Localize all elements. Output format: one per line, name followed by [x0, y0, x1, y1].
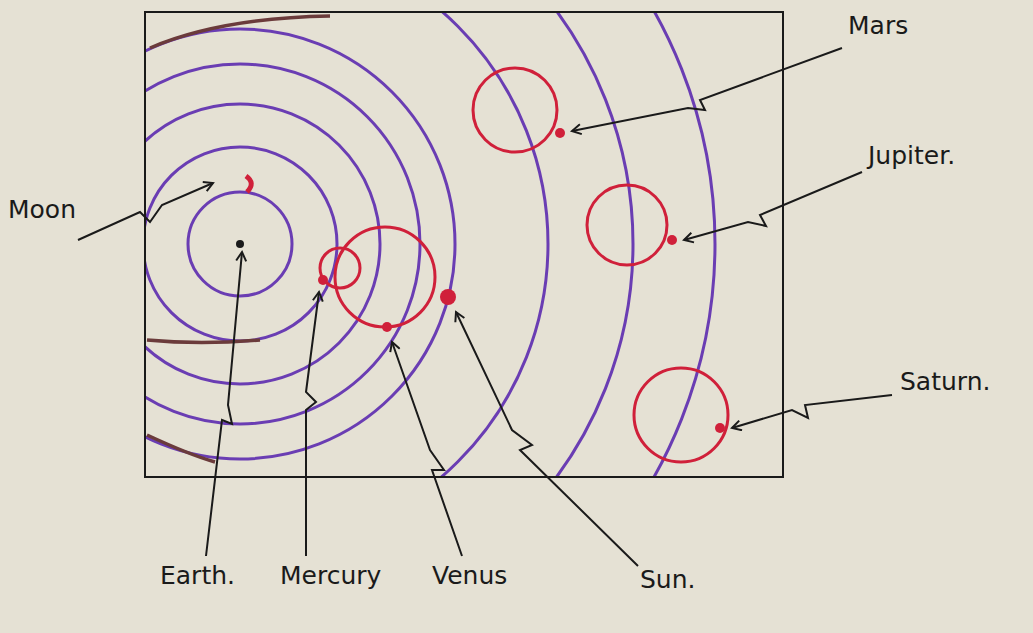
epicycle — [473, 68, 557, 152]
planet-label: Earth. — [160, 562, 235, 590]
planet-label: Mercury — [280, 562, 381, 590]
planet — [382, 322, 392, 332]
orbit-shade — [150, 16, 330, 48]
planet-label: Moon — [8, 196, 76, 224]
planet — [318, 275, 328, 285]
leader-line — [392, 342, 462, 556]
moon-mark — [246, 176, 251, 192]
planet — [715, 423, 725, 433]
orbit — [145, 147, 337, 341]
sun — [440, 289, 456, 305]
planet — [555, 128, 565, 138]
orbit — [145, 64, 420, 424]
planet-label: Sun. — [640, 566, 696, 594]
leader-line — [456, 312, 638, 566]
planet-label: Saturn. — [900, 368, 990, 396]
leader-line — [206, 252, 242, 556]
orbit — [145, 29, 455, 459]
leader-line — [732, 395, 892, 428]
orbit — [145, 12, 715, 477]
earth — [236, 240, 244, 248]
orbit — [145, 12, 548, 477]
orbit-shade — [147, 340, 260, 343]
leader-line — [78, 183, 213, 240]
leader-line — [306, 292, 319, 556]
leader-line — [572, 48, 842, 131]
planet-label: Mars — [848, 12, 908, 40]
epicycle — [587, 185, 667, 265]
leader-line — [684, 172, 862, 240]
planet-label: Jupiter. — [868, 142, 955, 170]
orbit — [145, 12, 633, 477]
planet — [667, 235, 677, 245]
frame — [145, 12, 783, 477]
epicycle — [335, 227, 435, 327]
epicycle — [634, 368, 728, 462]
planet-label: Venus — [432, 562, 507, 590]
orbit-shade — [147, 435, 215, 462]
orbit — [145, 104, 380, 384]
